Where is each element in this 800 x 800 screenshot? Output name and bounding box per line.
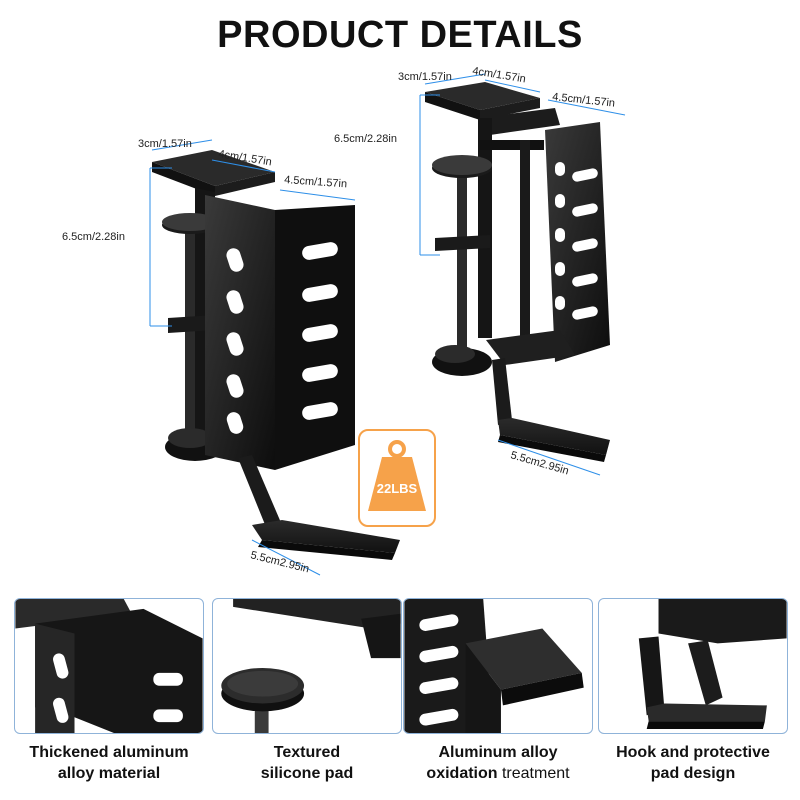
oxidation-detail-image — [404, 599, 584, 733]
weight-icon — [368, 440, 426, 511]
caption-oxidation: Aluminum alloy oxidation treatment — [398, 742, 598, 784]
right-dim-top-a: 3cm/1.57in — [398, 71, 452, 83]
weight-badge: 22LBS — [358, 429, 436, 527]
caption-pad: Textured silicone pad — [207, 742, 407, 784]
weight-label: 22LBS — [376, 481, 418, 496]
caption-thickness-line1: Thickened aluminum — [29, 744, 189, 761]
left-holder — [152, 150, 400, 560]
caption-hook: Hook and protective pad design — [593, 742, 793, 784]
right-dim-top-b: 4cm/1.57in — [472, 65, 527, 85]
feature-panel-thickness — [14, 598, 204, 734]
caption-pad-line1: Textured — [273, 744, 341, 761]
left-dim-height: 6.5cm/2.28in — [62, 231, 125, 243]
feature-panel-pad — [212, 598, 402, 734]
right-dim-height: 6.5cm/2.28in — [334, 133, 397, 145]
caption-oxidation-line2-thin: treatment — [497, 765, 570, 782]
caption-thickness-line2: alloy material — [57, 765, 161, 782]
hook-detail-image — [638, 599, 787, 730]
caption-hook-line2: pad design — [650, 765, 736, 782]
left-dim-top-a: 3cm/1.57in — [138, 138, 192, 150]
caption-oxidation-line2-bold: oxidation — [426, 765, 498, 782]
caption-hook-line1: Hook and protective — [616, 744, 770, 761]
left-dim-hook: 5.5cm2.95in — [249, 549, 310, 575]
right-holder — [425, 82, 610, 462]
left-dim-top-c: 4.5cm/1.57in — [284, 174, 348, 190]
feature-panel-oxidation — [403, 598, 593, 734]
caption-oxidation-line2: oxidation treatment — [398, 763, 598, 784]
feature-panel-hook — [598, 598, 788, 734]
caption-pad-line2: silicone pad — [260, 765, 354, 782]
bracket-detail-image — [15, 599, 203, 733]
knob-detail-image — [221, 599, 401, 733]
caption-oxidation-line1: Aluminum alloy — [438, 744, 558, 761]
page-title: PRODUCT DETAILS — [217, 14, 583, 56]
caption-thickness: Thickened aluminum alloy material — [9, 742, 209, 784]
